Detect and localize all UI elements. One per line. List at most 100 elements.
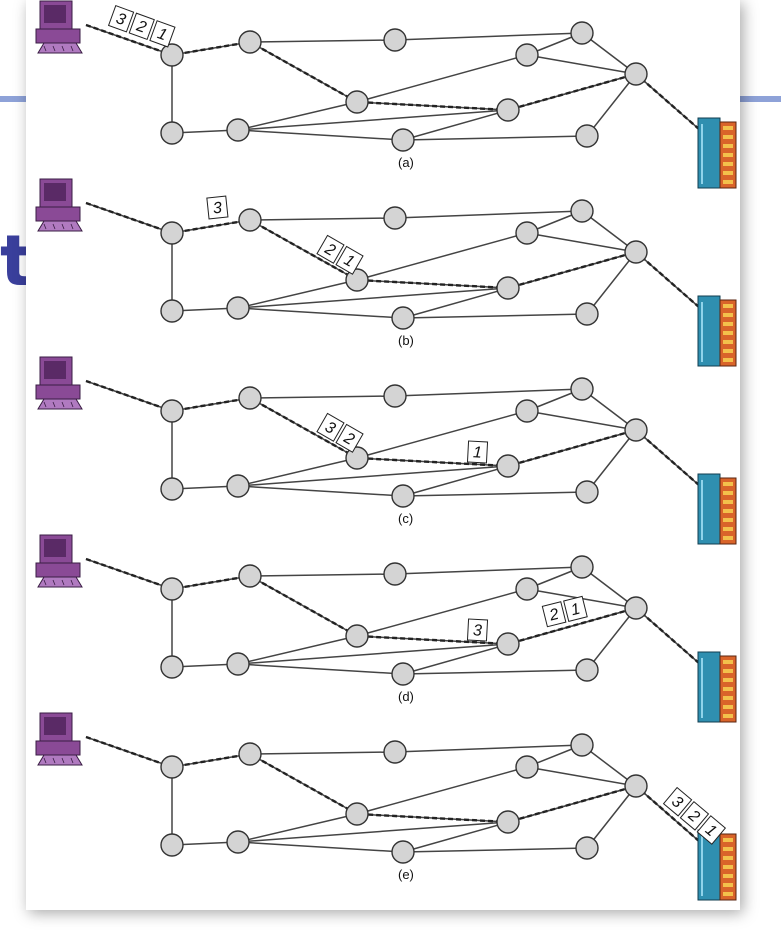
link-b2-b3 bbox=[237, 485, 404, 497]
packet-2: 2 bbox=[128, 12, 155, 41]
packet-2: 2 bbox=[541, 601, 567, 628]
router-node-t4 bbox=[515, 755, 539, 779]
link-t3-t5 bbox=[394, 32, 583, 41]
panel-5: 321(e) bbox=[35, 712, 737, 901]
svg-text:1: 1 bbox=[473, 444, 483, 461]
desktop-computer-icon bbox=[35, 178, 83, 232]
link-b2-b3 bbox=[237, 307, 404, 319]
link-t4-r5 bbox=[526, 766, 637, 787]
packet-1: 1 bbox=[466, 440, 489, 464]
router-node-b1 bbox=[160, 655, 184, 679]
router-node-t4 bbox=[515, 577, 539, 601]
router-node-b3 bbox=[391, 484, 415, 508]
link-b4-r5 bbox=[586, 607, 637, 671]
link-t3-t5 bbox=[394, 566, 583, 575]
router-node-r1 bbox=[160, 755, 184, 779]
router-node-b1 bbox=[160, 833, 184, 857]
server-tower-icon bbox=[697, 117, 737, 189]
router-node-t5 bbox=[570, 377, 594, 401]
link-r3-t4 bbox=[356, 588, 528, 637]
router-node-r1 bbox=[160, 399, 184, 423]
link-t3-t5 bbox=[394, 388, 583, 397]
router-node-r4 bbox=[496, 632, 520, 656]
router-node-b1 bbox=[160, 121, 184, 145]
router-node-b4 bbox=[575, 124, 599, 148]
link-r3-t4 bbox=[356, 232, 528, 281]
router-node-t3 bbox=[383, 206, 407, 230]
link-r3-t4 bbox=[356, 54, 528, 103]
svg-text:3: 3 bbox=[473, 622, 483, 639]
link-b3-b4 bbox=[402, 669, 588, 675]
packet-1: 1 bbox=[335, 245, 364, 275]
router-node-r1 bbox=[160, 577, 184, 601]
router-node-r2 bbox=[238, 564, 262, 588]
router-node-b4 bbox=[575, 302, 599, 326]
router-node-r4 bbox=[496, 454, 520, 478]
link-b2-r3 bbox=[237, 635, 358, 665]
link-b2-r3 bbox=[237, 279, 358, 309]
router-node-b2 bbox=[226, 830, 250, 854]
packet-1: 1 bbox=[149, 20, 176, 48]
router-node-r5 bbox=[624, 62, 648, 86]
router-node-b3 bbox=[391, 128, 415, 152]
link-r2-t3 bbox=[249, 217, 396, 221]
link-b3-b4 bbox=[402, 313, 588, 319]
link-b2-r4 bbox=[237, 821, 509, 843]
router-node-t5 bbox=[570, 555, 594, 579]
server-tower-icon bbox=[697, 829, 737, 901]
panel-caption: (b) bbox=[398, 333, 414, 348]
packet-3: 3 bbox=[466, 618, 489, 642]
router-node-b2 bbox=[226, 652, 250, 676]
router-node-r5 bbox=[624, 596, 648, 620]
server-tower-icon bbox=[697, 651, 737, 723]
router-node-b3 bbox=[391, 662, 415, 686]
router-node-r3 bbox=[345, 446, 369, 470]
link-r3-t4 bbox=[356, 766, 528, 815]
router-node-r3 bbox=[345, 802, 369, 826]
router-node-r1 bbox=[160, 221, 184, 245]
router-node-t4 bbox=[515, 399, 539, 423]
router-node-r3 bbox=[345, 90, 369, 114]
link-b3-b4 bbox=[402, 847, 588, 853]
router-node-t3 bbox=[383, 740, 407, 764]
link-b2-r4 bbox=[237, 287, 509, 309]
router-node-b4 bbox=[575, 658, 599, 682]
router-node-b3 bbox=[391, 840, 415, 864]
router-node-r2 bbox=[238, 208, 262, 232]
link-b2-b3 bbox=[237, 841, 404, 853]
svg-text:2: 2 bbox=[547, 606, 561, 625]
router-node-t3 bbox=[383, 28, 407, 52]
link-b2-r4 bbox=[237, 465, 509, 487]
link-b3-b4 bbox=[402, 491, 588, 497]
link-r2-t3 bbox=[249, 39, 396, 43]
link-r2-t3 bbox=[249, 751, 396, 755]
link-b2-r3 bbox=[237, 813, 358, 843]
packet-3: 3 bbox=[662, 786, 693, 817]
packet-3: 3 bbox=[107, 5, 135, 33]
router-node-b2 bbox=[226, 296, 250, 320]
link-t4-r5 bbox=[526, 232, 637, 253]
link-b4-r5 bbox=[586, 785, 637, 849]
packet-2: 2 bbox=[679, 801, 710, 831]
link-t3-t5 bbox=[394, 210, 583, 219]
packet-2: 2 bbox=[316, 234, 345, 264]
packet-3: 3 bbox=[316, 412, 345, 442]
router-node-t3 bbox=[383, 384, 407, 408]
server-tower-icon bbox=[697, 473, 737, 545]
router-node-b1 bbox=[160, 299, 184, 323]
router-node-t5 bbox=[570, 199, 594, 223]
link-b2-r3 bbox=[237, 457, 358, 487]
router-node-r4 bbox=[496, 98, 520, 122]
packet-1: 1 bbox=[563, 595, 588, 622]
router-node-r2 bbox=[238, 386, 262, 410]
router-node-b2 bbox=[226, 474, 250, 498]
router-node-t4 bbox=[515, 221, 539, 245]
desktop-computer-icon bbox=[35, 0, 83, 54]
link-b2-r3 bbox=[237, 101, 358, 131]
router-node-r5 bbox=[624, 774, 648, 798]
router-node-r3 bbox=[345, 624, 369, 648]
link-r3-t4 bbox=[356, 410, 528, 459]
